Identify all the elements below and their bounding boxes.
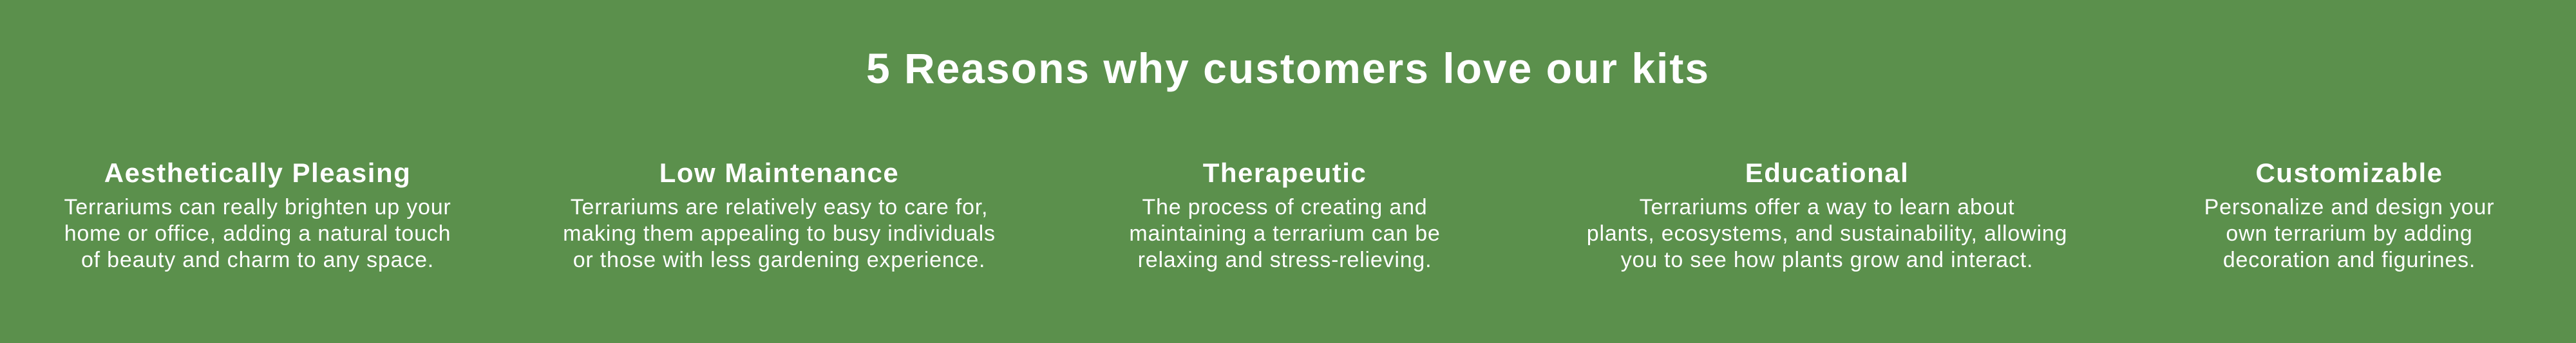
reason-low-maintenance: Low Maintenance Terrariums are relativel… xyxy=(522,156,1037,273)
reason-heading: Therapeutic xyxy=(1202,158,1367,188)
reason-heading: Customizable xyxy=(2255,158,2443,188)
reason-aesthetically-pleasing: Aesthetically Pleasing Terrariums can re… xyxy=(0,156,515,273)
reason-description: Terrariums are relatively easy to care f… xyxy=(563,195,996,272)
reason-heading: Low Maintenance xyxy=(659,158,900,188)
reason-customizable: Customizable Personalize and design your… xyxy=(2092,156,2576,273)
reason-heading: Aesthetically Pleasing xyxy=(104,158,412,188)
reason-educational: Educational Terrariums offer a way to le… xyxy=(1537,156,2117,273)
reason-heading: Educational xyxy=(1745,158,1909,188)
section-title: 5 Reasons why customers love our kits xyxy=(866,44,1710,92)
